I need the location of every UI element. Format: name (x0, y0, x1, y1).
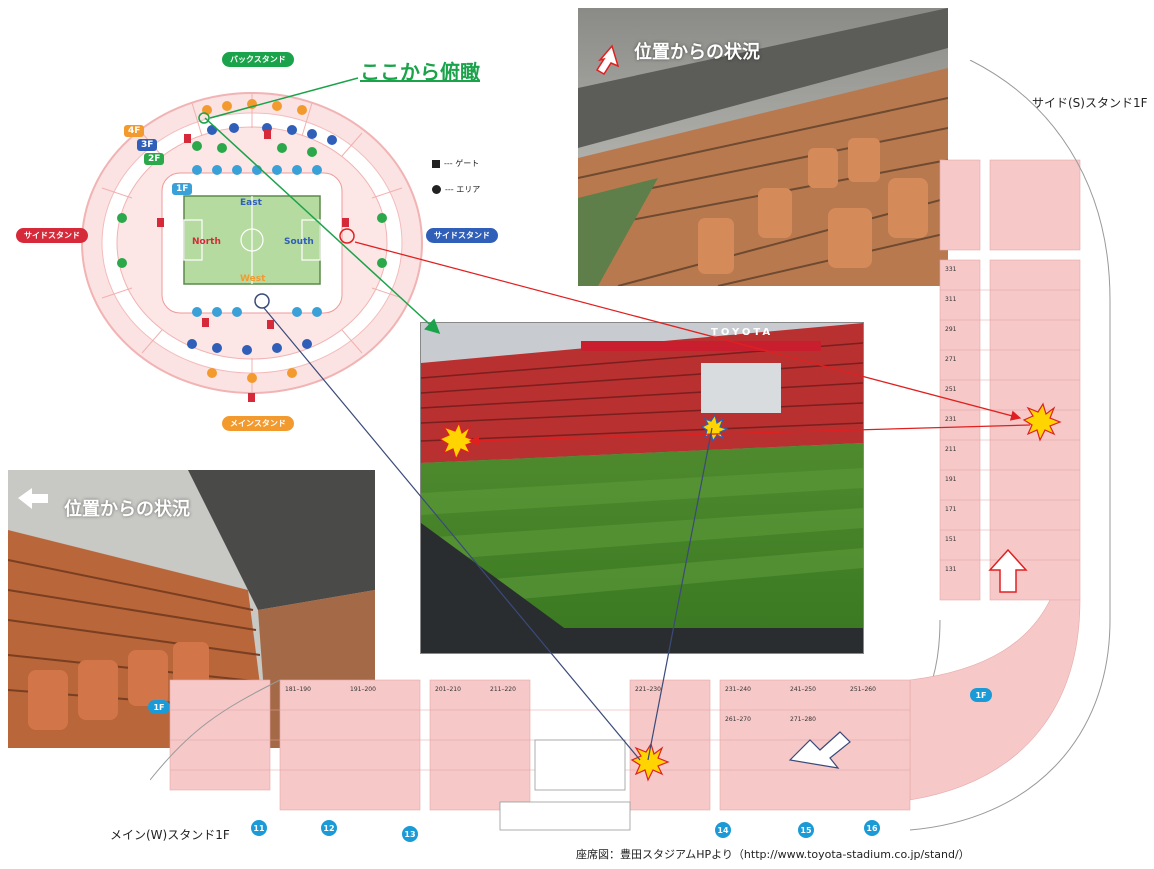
floor-tag-2f: 2F (144, 153, 165, 165)
main-row-label: 261–270 (725, 716, 751, 723)
side-row-label: 151 (945, 536, 957, 543)
side-row-label: 331 (945, 266, 957, 273)
seat-map-graphic (149, 59, 1111, 831)
main-row-label: 181–190 (285, 686, 311, 693)
side-row-label: 311 (945, 296, 957, 303)
seat-map: 331 311 291 271 251 231 211 191 171 151 … (149, 59, 1154, 850)
side-row-label: 171 (945, 506, 957, 513)
source-credit: 座席図：豊田スタジアムHPより（http://www.toyota-stadiu… (576, 848, 970, 861)
left-photo-floor-badge: 1F (148, 700, 170, 714)
overview-pointer-line (209, 77, 359, 119)
main-position-line (263, 307, 641, 761)
side-stand-view-photo: 位置からの状況 (578, 8, 948, 286)
side-row-label: 211 (945, 446, 957, 453)
main-stand-1f-label: メイン(W)スタンド1F (110, 828, 230, 842)
main-to-photo-line (647, 427, 713, 761)
main-row-label: 251–260 (850, 686, 876, 693)
side-row-label: 291 (945, 326, 957, 333)
side-to-photo-arrow (468, 424, 1031, 446)
legend-area-label: --- エリア (445, 185, 481, 194)
side-row-label: 251 (945, 386, 957, 393)
pitch-east-label: East (240, 198, 262, 208)
floor-tag-4f: 4F (124, 125, 145, 137)
gate-11-badge: 11 (251, 820, 267, 836)
gate-14-badge: 14 (715, 822, 731, 838)
side-stand-left-pill: サイドスタンド (16, 228, 88, 243)
highlight-side-circle (339, 228, 355, 244)
side-row-label: 271 (945, 356, 957, 363)
back-stand-pill: バックスタンド (222, 52, 294, 67)
side-row-label: 131 (945, 566, 957, 573)
gate-12-badge: 12 (321, 820, 337, 836)
pitch-north-label: North (192, 237, 221, 247)
left-photo-caption: 位置からの状況 (64, 499, 190, 520)
gate-15-badge: 15 (798, 822, 814, 838)
pitch-south-label: South (284, 237, 314, 247)
main-stand-pill: メインスタンド (222, 416, 294, 431)
legend-gate: --- ゲート (432, 158, 479, 169)
main-row-label: 201–210 (435, 686, 461, 693)
main-row-label: 211–220 (490, 686, 516, 693)
floor-tag-3f: 3F (137, 139, 158, 151)
main-row-label: 271–280 (790, 716, 816, 723)
stadium-overview-map: バックスタンド メインスタンド サイドスタンド サイドスタンド 4F 3F 2F… (12, 48, 507, 436)
side-stand-photo-graphic (578, 8, 948, 286)
floor-tag-1f: 1F (172, 183, 193, 195)
highlight-main-circle (254, 293, 270, 309)
top-photo-caption: 位置からの状況 (634, 42, 760, 63)
side-stand-1f-label: サイド(S)スタンド1F (1032, 96, 1148, 110)
main-row-label: 221–230 (635, 686, 661, 693)
side-row-label: 231 (945, 416, 957, 423)
overview-arrow (204, 117, 441, 335)
main-row-label: 241–250 (790, 686, 816, 693)
stadium-map-graphic (81, 92, 423, 402)
main-row-label: 231–240 (725, 686, 751, 693)
legend-area: --- エリア (432, 184, 480, 195)
legend-gate-label: --- ゲート (444, 159, 480, 168)
gate-square-icon (432, 159, 440, 168)
side-row-label: 191 (945, 476, 957, 483)
stadium-banner-text: TOYOTA (711, 327, 774, 338)
birdseye-photo: TOYOTA (420, 322, 864, 654)
side-stand-right-pill: サイドスタンド (426, 228, 498, 243)
main-row-label: 191–200 (350, 686, 376, 693)
area-circle-icon (432, 185, 441, 194)
gate-13-badge: 13 (402, 826, 418, 842)
pitch-west-label: West (240, 274, 266, 284)
side-position-arrow (354, 241, 1022, 421)
gate-16-badge: 16 (864, 820, 880, 836)
birdseye-photo-graphic (421, 323, 863, 653)
corner-floor-badge: 1F (970, 688, 992, 702)
highlight-back-circle (198, 112, 210, 124)
overview-here-label: ここから俯瞰 (360, 60, 480, 84)
